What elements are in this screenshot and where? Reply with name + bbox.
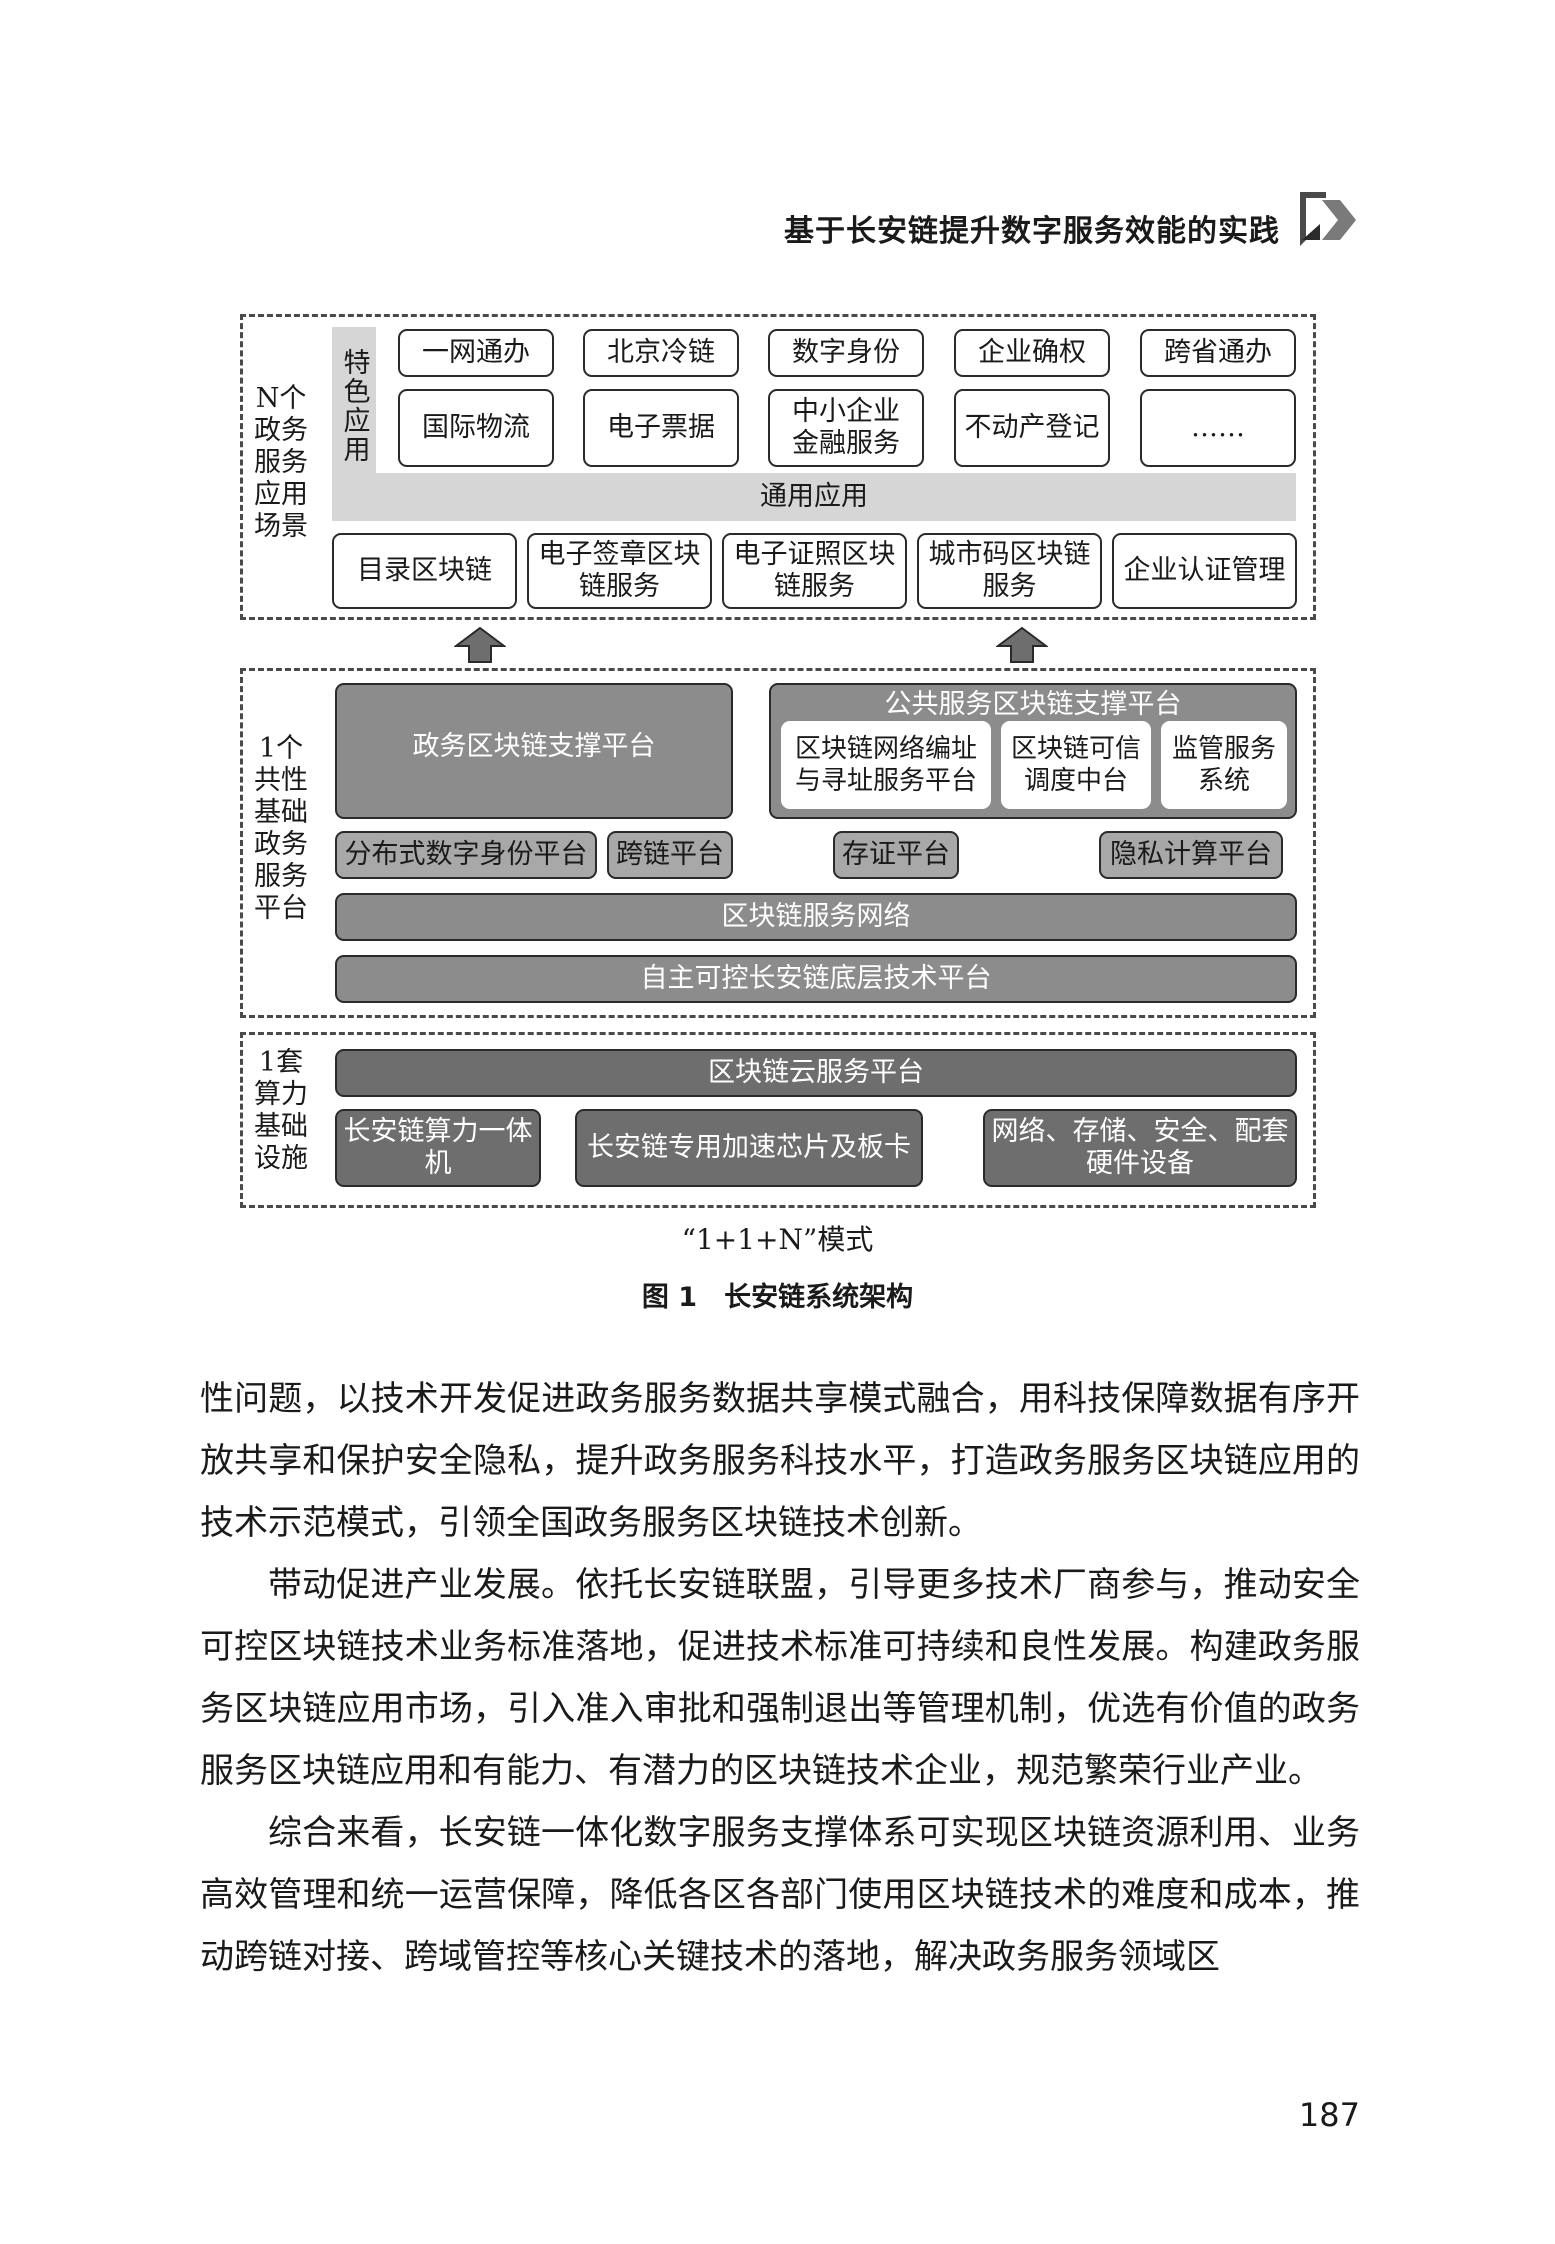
hardware-box: 网络、存储、安全、配套 硬件设备: [983, 1109, 1297, 1187]
architecture-figure: N个 政务 服务 应用 场景 特色应用 一网通办 北京冷链 数字身份 企业确权 …: [240, 314, 1320, 1314]
app-box: 中小企业 金融服务: [768, 389, 924, 467]
up-arrow-icon: [454, 626, 506, 663]
hardware-box: 长安链算力一体机: [335, 1109, 541, 1187]
public-sub-box: 监管服务 系统: [1161, 721, 1287, 809]
featured-apps-tag: 特色应用: [332, 327, 376, 485]
featured-apps-tag-text: 特色应用: [338, 348, 370, 464]
general-app-box: 目录区块链: [332, 533, 517, 609]
cloud-platform-bar: 区块链云服务平台: [335, 1049, 1297, 1097]
public-sub-box: 区块链可信 调度中台: [1001, 721, 1151, 809]
app-box: 一网通办: [398, 329, 554, 377]
public-service-platform-title: 公共服务区块链支撑平台: [884, 689, 1182, 720]
layer-infrastructure: 1套 算力 基础 设施 区块链云服务平台 长安链算力一体机 长安链专用加速芯片及…: [240, 1032, 1316, 1208]
component-box: 存证平台: [833, 831, 959, 879]
running-header-title: 基于长安链提升数字服务效能的实践: [784, 214, 1280, 249]
up-arrow-icon: [996, 626, 1048, 663]
layer-common-platform: 1个 共性 基础 政务 服务 平台 政务区块链支撑平台 公共服务区块链支撑平台 …: [240, 668, 1316, 1018]
app-box: 不动产登记: [954, 389, 1110, 467]
base-platform-bar: 自主可控长安链底层技术平台: [335, 955, 1297, 1003]
gov-blockchain-platform: 政务区块链支撑平台: [335, 683, 733, 819]
layer-infra-label: 1套 算力 基础 设施: [254, 1047, 308, 1174]
general-app-box: 电子证照区块 链服务: [722, 533, 907, 609]
general-app-box: 企业认证管理: [1112, 533, 1297, 609]
app-box: 电子票据: [583, 389, 739, 467]
layer-platform-label: 1个 共性 基础 政务 服务 平台: [254, 733, 308, 924]
general-app-box: 城市码区块链 服务: [917, 533, 1102, 609]
page-number: 187: [1298, 2096, 1360, 2134]
layer-applications: N个 政务 服务 应用 场景 特色应用 一网通办 北京冷链 数字身份 企业确权 …: [240, 314, 1316, 620]
app-box: 跨省通办: [1140, 329, 1296, 377]
figure-caption: 图 1 长安链系统架构: [641, 1282, 914, 1313]
component-box: 隐私计算平台: [1099, 831, 1283, 879]
paragraph: 性问题，以技术开发促进政务服务数据共享模式融合，用科技保障数据有序开放共享和保护…: [200, 1379, 1360, 1543]
component-box: 分布式数字身份平台: [335, 831, 597, 879]
app-box: 北京冷链: [583, 329, 739, 377]
app-box: 数字身份: [768, 329, 924, 377]
chapter-mark-icon: [1300, 192, 1356, 246]
mode-caption: “1+1+N”模式: [681, 1223, 874, 1256]
public-sub-box: 区块链网络编址 与寻址服务平台: [781, 721, 991, 809]
app-box: 企业确权: [954, 329, 1110, 377]
service-network-bar: 区块链服务网络: [335, 893, 1297, 941]
paragraph: 综合来看，长安链一体化数字服务支撑体系可实现区块链资源利用、业务高效管理和统一运…: [200, 1813, 1360, 1977]
app-box: ……: [1140, 389, 1296, 467]
hardware-box: 长安链专用加速芯片及板卡: [575, 1109, 923, 1187]
paragraph: 带动促进产业发展。依托长安链联盟，引导更多技术厂商参与，推动安全可控区块链技术业…: [200, 1565, 1360, 1791]
general-apps-bar: 通用应用: [332, 473, 1296, 521]
body-text: 性问题，以技术开发促进政务服务数据共享模式融合，用科技保障数据有序开放共享和保护…: [200, 1368, 1360, 1988]
component-box: 跨链平台: [607, 831, 733, 879]
general-app-box: 电子签章区块 链服务: [527, 533, 712, 609]
layer-applications-label: N个 政务 服务 应用 场景: [254, 383, 308, 542]
app-box: 国际物流: [398, 389, 554, 467]
